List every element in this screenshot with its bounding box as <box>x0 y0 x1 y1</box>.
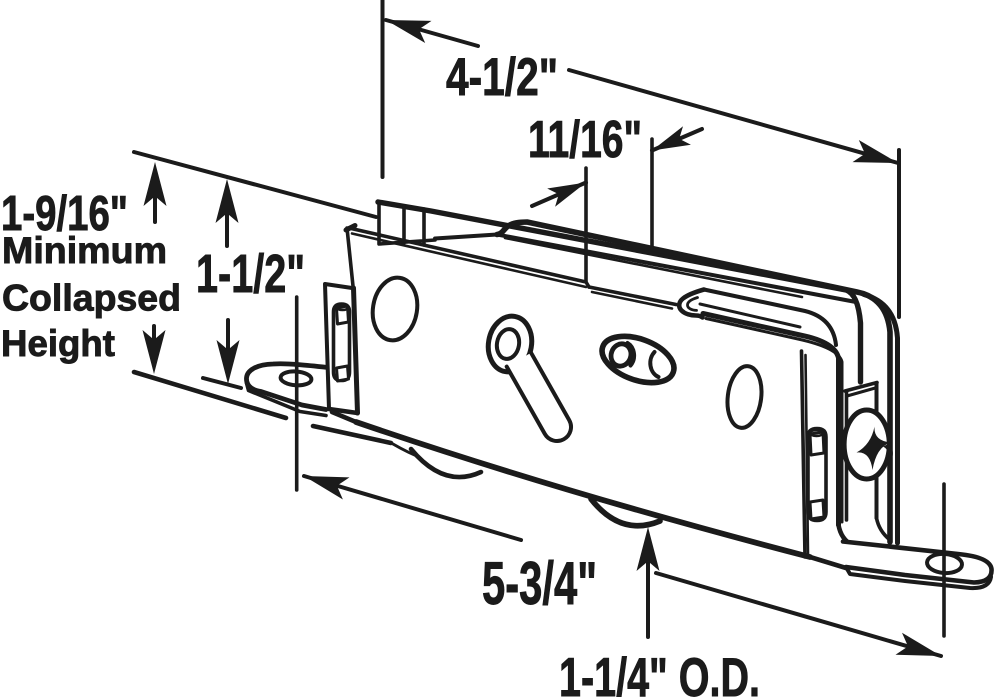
svg-text:1-1/4" O.D.: 1-1/4" O.D. <box>559 646 760 697</box>
svg-text:5-3/4": 5-3/4" <box>482 550 597 617</box>
svg-text:11/16": 11/16" <box>528 111 642 169</box>
svg-text:1-1/2": 1-1/2" <box>196 244 305 304</box>
svg-text:1-9/16": 1-9/16" <box>1 187 128 241</box>
svg-text:Collapsed: Collapsed <box>2 278 181 319</box>
svg-text:Height: Height <box>1 323 115 364</box>
svg-text:Minimum: Minimum <box>2 230 167 271</box>
svg-text:4-1/2": 4-1/2" <box>446 48 558 107</box>
